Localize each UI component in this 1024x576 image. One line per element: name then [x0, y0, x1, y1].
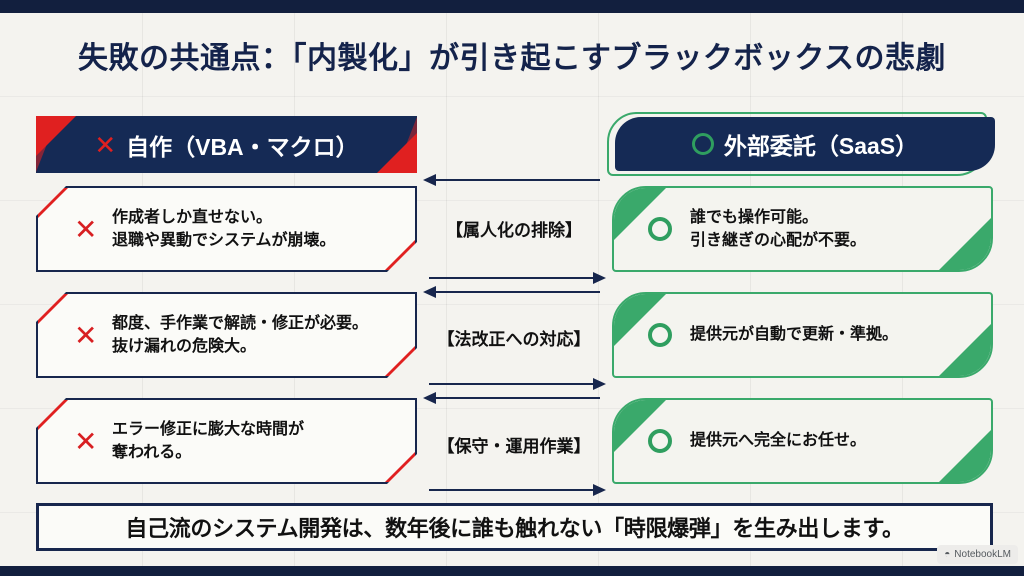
arrow-head-left-icon: [423, 174, 436, 186]
column-header-left-label: 自作（VBA・マクロ）: [126, 133, 359, 160]
circle-icon: [648, 429, 672, 453]
right-card-1-line2: 引き継ぎの心配が不要。: [690, 232, 867, 249]
arrow-shaft: [429, 291, 600, 293]
left-card-1: ✕ 作成者しか直せない。 退職や異動でシステムが崩壊。: [36, 186, 417, 272]
right-card-1-corner-br: [937, 216, 991, 270]
page-title: 失敗の共通点：「内製化」が引き起こすブラックボックスの悲劇: [78, 42, 946, 75]
cross-icon: ✕: [74, 213, 98, 245]
left-card-1-line2: 退職や異動でシステムが崩壊。: [112, 232, 336, 249]
right-card-2-text: 提供元が自動で更新・準拠。: [690, 323, 898, 346]
right-card-1-line1: 誰でも操作可能。: [690, 208, 819, 226]
arrow-head-right-icon: [593, 272, 606, 284]
left-card-3-corner-tl: [36, 398, 70, 432]
right-card-3-line1: 提供元へ完全にお任せ。: [690, 432, 867, 450]
right-card-2: 提供元が自動で更新・準拠。: [612, 292, 993, 378]
arrow-shaft: [429, 397, 600, 399]
column-header-right-label: 外部委託（SaaS）: [723, 133, 919, 159]
center-label-3: 【保守・運用作業】: [437, 437, 591, 456]
conclusion-text: 自己流のシステム開発は、数年後に誰も触れない「時限爆弾」を生み出します。: [125, 516, 904, 541]
arrow-shaft: [429, 383, 600, 385]
arrow-head-right-icon: [593, 484, 606, 496]
bottom-accent-bar: [0, 566, 1024, 576]
arrow-shaft: [429, 489, 600, 491]
arrow-head-right-icon: [593, 378, 606, 390]
left-card-1-line1: 作成者しか直せない。: [112, 208, 273, 226]
arrow-right-2: [423, 378, 606, 390]
arrow-head-left-icon: [423, 286, 436, 298]
cross-icon: ✕: [94, 129, 117, 160]
notebooklm-icon: ◓: [944, 549, 951, 560]
left-card-3: ✕ エラー修正に膨大な時間が 奪われる。: [36, 398, 417, 484]
center-label-1: 【属人化の排除】: [446, 221, 582, 240]
conclusion-banner: 自己流のシステム開発は、数年後に誰も触れない「時限爆弾」を生み出します。: [36, 503, 993, 551]
arrow-right-1: [423, 272, 606, 284]
left-card-2-corner-br: [383, 344, 417, 378]
watermark-label: NotebookLM: [954, 549, 1011, 560]
left-card-3-line1: エラー修正に膨大な時間が: [112, 420, 305, 438]
left-card-2-corner-tl: [36, 292, 70, 326]
right-card-1: 誰でも操作可能。 引き継ぎの心配が不要。: [612, 186, 993, 272]
arrow-left-1: [423, 174, 606, 186]
arrow-left-2: [423, 286, 606, 298]
cross-icon: ✕: [74, 319, 98, 351]
arrow-shaft: [429, 179, 600, 181]
cross-icon: ✕: [74, 425, 98, 457]
left-card-1-text: 作成者しか直せない。 退職や異動でシステムが崩壊。: [112, 206, 336, 252]
circle-icon: [648, 217, 672, 241]
right-card-3-corner-br: [937, 428, 991, 482]
left-card-2: ✕ 都度、手作業で解読・修正が必要。 抜け漏れの危険大。: [36, 292, 417, 378]
right-card-2-line1: 提供元が自動で更新・準拠。: [690, 326, 899, 344]
column-header-left: ✕ 自作（VBA・マクロ）: [36, 116, 417, 173]
column-header-right: 外部委託（SaaS）: [607, 112, 995, 178]
left-card-2-line1: 都度、手作業で解読・修正が必要。: [112, 314, 369, 332]
header-left-corner-tl: [36, 116, 76, 156]
notebooklm-watermark: ◓ NotebookLM: [937, 545, 1018, 564]
left-card-2-line2: 抜け漏れの危険大。: [112, 338, 257, 355]
right-card-1-text: 誰でも操作可能。 引き継ぎの心配が不要。: [690, 206, 866, 252]
header-right-box: 外部委託（SaaS）: [615, 117, 995, 171]
column-header-right-content: 外部委託（SaaS）: [691, 127, 919, 161]
right-card-3: 提供元へ完全にお任せ。: [612, 398, 993, 484]
arrow-right-3: [423, 484, 606, 496]
arrow-head-left-icon: [423, 392, 436, 404]
header-left-corner-br: [377, 133, 417, 173]
left-card-3-line2: 奪われる。: [112, 444, 192, 461]
arrow-left-3: [423, 392, 606, 404]
left-card-1-corner-br: [383, 238, 417, 272]
circle-icon: [648, 323, 672, 347]
column-header-left-content: ✕ 自作（VBA・マクロ）: [94, 128, 358, 162]
top-accent-bar: [0, 0, 1024, 13]
left-card-2-text: 都度、手作業で解読・修正が必要。 抜け漏れの危険大。: [112, 312, 368, 358]
left-card-3-text: エラー修正に膨大な時間が 奪われる。: [112, 418, 304, 464]
right-card-2-corner-br: [937, 322, 991, 376]
left-card-1-corner-tl: [36, 186, 70, 220]
left-card-3-corner-br: [383, 450, 417, 484]
right-card-3-text: 提供元へ完全にお任せ。: [690, 429, 866, 452]
circle-icon: [691, 133, 714, 155]
center-label-2: 【法改正への対応】: [437, 330, 591, 349]
arrow-shaft: [429, 277, 600, 279]
